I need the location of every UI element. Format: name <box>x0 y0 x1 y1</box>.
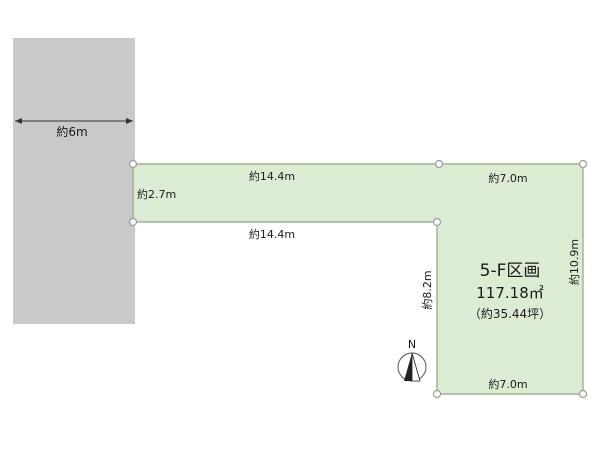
dim-inner-horizontal: 約14.4m <box>249 227 295 241</box>
dim-top-left: 約14.4m <box>249 169 295 183</box>
north-arrow-icon: N <box>397 338 427 382</box>
compass-label: N <box>408 338 416 351</box>
vertex <box>578 389 588 399</box>
vertex <box>434 159 444 169</box>
vertex <box>432 217 442 227</box>
road-dim-arrow-right <box>126 118 133 124</box>
lot-vertices <box>128 159 588 399</box>
vertex <box>432 389 442 399</box>
lot-area-tsubo: （約35.44坪） <box>469 306 551 321</box>
vertex <box>128 159 138 169</box>
road <box>13 38 135 324</box>
lot-name: 5-F区画 <box>480 261 541 281</box>
road-width-label: 約6m <box>56 124 87 139</box>
vertex <box>578 159 588 169</box>
dim-top-right: 約7.0m <box>488 171 527 185</box>
vertex <box>128 217 138 227</box>
dim-right-side: 約10.9m <box>567 239 581 285</box>
dim-inner-vertical: 約8.2m <box>420 270 434 309</box>
road-dim-arrow-left <box>15 118 22 124</box>
dim-frontage: 約2.7m <box>137 187 176 201</box>
dim-bottom: 約7.0m <box>488 377 527 391</box>
lot-area: 117.18㎡ <box>476 284 544 302</box>
